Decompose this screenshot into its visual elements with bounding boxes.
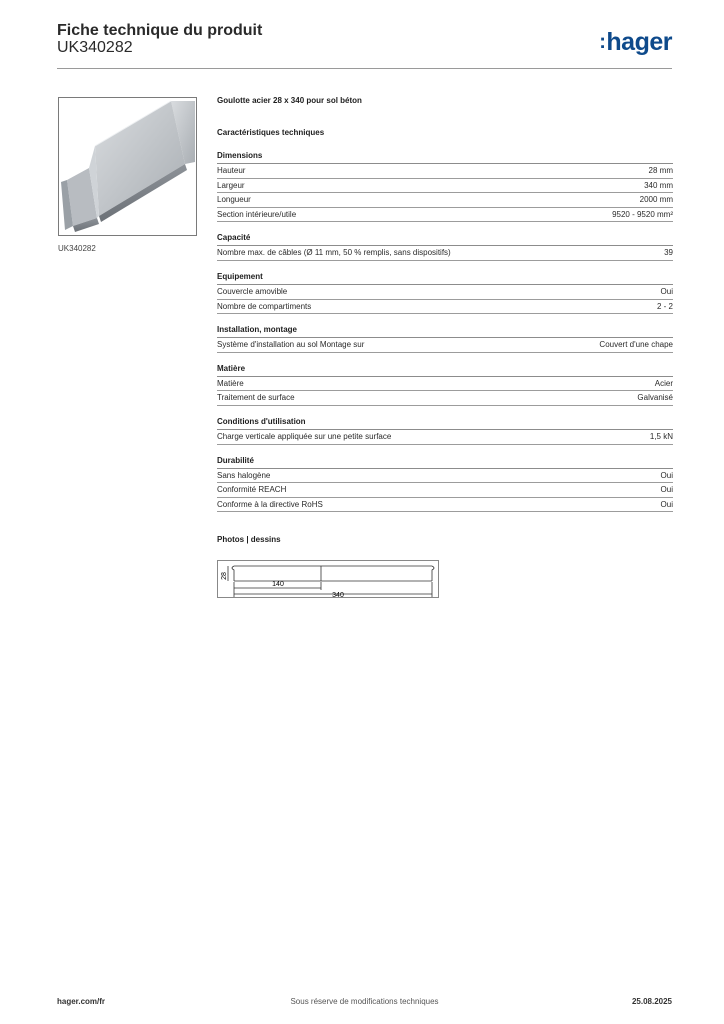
spec-label: Longueur bbox=[217, 195, 251, 205]
cross-section-drawing: 28 140 340 bbox=[217, 560, 439, 599]
spec-label: Nombre max. de câbles (Ø 11 mm, 50 % rem… bbox=[217, 248, 451, 258]
spec-row: Conformité REACH Oui bbox=[217, 483, 673, 498]
footer-website-link[interactable]: hager.com/fr bbox=[57, 997, 106, 1006]
spec-label: Couvercle amovible bbox=[217, 286, 288, 296]
tech-heading: Caractéristiques techniques bbox=[217, 128, 325, 137]
section-title: Capacité bbox=[217, 233, 673, 247]
spec-row: Longueur 2000 mm bbox=[217, 193, 673, 208]
drawing-left-edge bbox=[231, 565, 235, 581]
section-title: Matière bbox=[217, 364, 673, 377]
spec-value: Oui bbox=[660, 470, 673, 480]
spec-label: Largeur bbox=[217, 180, 245, 190]
spec-label: Section intérieure/utile bbox=[217, 209, 297, 219]
section-title: Installation, montage bbox=[217, 325, 673, 339]
spec-label: Conformité REACH bbox=[217, 485, 287, 495]
spec-label: Matière bbox=[217, 378, 244, 388]
spec-value: 2000 mm bbox=[639, 195, 673, 205]
spec-label: Sans halogène bbox=[217, 470, 271, 480]
section-title: Conditions d'utilisation bbox=[217, 417, 673, 430]
spec-value: 340 mm bbox=[644, 180, 673, 190]
spec-row: Charge verticale appliquée sur une petit… bbox=[217, 430, 673, 445]
spec-label: Charge verticale appliquée sur une petit… bbox=[217, 431, 392, 441]
spec-row: Hauteur 28 mm bbox=[217, 164, 673, 179]
spec-label: Système d'installation au sol Montage su… bbox=[217, 340, 365, 350]
spec-label: Conforme à la directive RoHS bbox=[217, 499, 323, 509]
spec-value: 28 mm bbox=[648, 166, 673, 175]
section-title: Dimensions bbox=[217, 151, 673, 164]
specifications: Goulotte acier 28 x 340 pour sol béton C… bbox=[217, 96, 673, 547]
header-divider bbox=[57, 68, 672, 69]
logo-text: hager bbox=[606, 28, 672, 56]
spec-row: Nombre max. de câbles (Ø 11 mm, 50 % rem… bbox=[217, 246, 673, 261]
spec-value: 2 - 2 bbox=[656, 301, 673, 311]
spec-row: Nombre de compartiments 2 - 2 bbox=[217, 300, 673, 315]
steel-floor-trunking-image bbox=[61, 100, 195, 232]
spec-value: Oui bbox=[660, 485, 673, 495]
spec-value: 9520 - 9520 mm² bbox=[612, 209, 673, 219]
product-name: Goulotte acier 28 x 340 pour sol béton bbox=[217, 96, 362, 105]
spec-row: Sans halogène Oui bbox=[217, 469, 673, 484]
spec-row: Système d'installation au sol Montage su… bbox=[217, 338, 673, 353]
spec-value: 39 bbox=[664, 248, 673, 258]
spec-row: Largeur 340 mm bbox=[217, 179, 673, 194]
product-image bbox=[58, 97, 197, 236]
spec-row: Matière Acier bbox=[217, 377, 673, 392]
spec-value: Oui bbox=[660, 499, 673, 509]
footer-disclaimer: Sous réserve de modifications techniques bbox=[290, 997, 439, 1006]
photos-heading: Photos | dessins bbox=[217, 535, 281, 545]
spec-label: Traitement de surface bbox=[217, 393, 295, 403]
drawing-height-label: 28 bbox=[221, 572, 228, 580]
logo-colon-icon: : bbox=[599, 31, 606, 53]
spec-value: Galvanisé bbox=[637, 393, 673, 403]
spec-row: Couvercle amovible Oui bbox=[217, 285, 673, 300]
drawing-width-label: 340 bbox=[332, 592, 344, 599]
spec-value: Oui bbox=[660, 286, 673, 296]
spec-value: Couvert d'une chape bbox=[599, 340, 673, 350]
product-reference: UK340282 bbox=[57, 39, 133, 56]
spec-row: Section intérieure/utile 9520 - 9520 mm² bbox=[217, 208, 673, 223]
spec-value: Acier bbox=[654, 378, 673, 388]
image-caption: UK340282 bbox=[58, 244, 96, 253]
section-title: Durabilité bbox=[217, 456, 673, 469]
hager-logo: :hager bbox=[599, 28, 672, 57]
drawing-right-edge bbox=[431, 565, 435, 581]
spec-label: Hauteur bbox=[217, 166, 246, 175]
spec-row: Traitement de surface Galvanisé bbox=[217, 391, 673, 406]
spec-label: Nombre de compartiments bbox=[217, 301, 312, 311]
header-title: Fiche technique du produit bbox=[57, 22, 263, 39]
footer-date: 25.08.2025 bbox=[631, 997, 672, 1006]
spec-value: 1,5 kN bbox=[649, 431, 673, 441]
drawing-compartment-label: 140 bbox=[272, 581, 284, 588]
section-title: Equipement bbox=[217, 272, 673, 285]
spec-row: Conforme à la directive RoHS Oui bbox=[217, 498, 673, 513]
